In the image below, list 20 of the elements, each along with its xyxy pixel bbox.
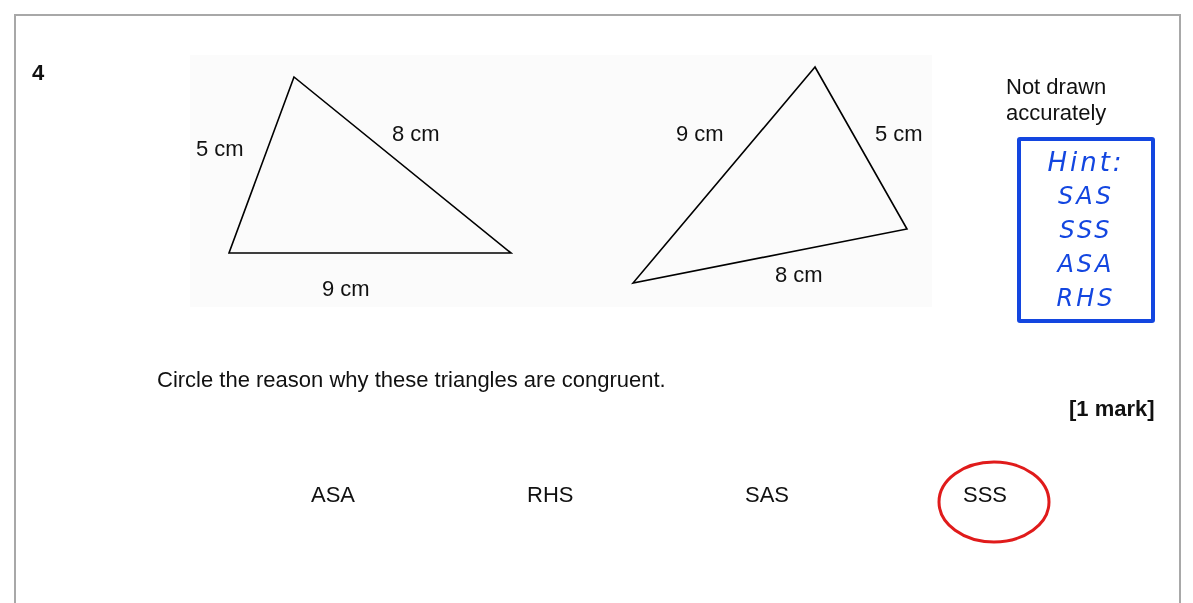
answer-option: ASA — [311, 482, 356, 508]
hint-item: RHS — [1056, 283, 1116, 314]
mark-text: [1 mark] — [1069, 396, 1155, 422]
answer-option: RHS — [527, 482, 574, 508]
question-number: 4 — [32, 60, 45, 86]
side-length-label: 8 cm — [392, 121, 440, 147]
side-length-label: 9 cm — [676, 121, 724, 147]
hint-item: SSS — [1059, 215, 1113, 246]
side-length-label: 5 cm — [875, 121, 923, 147]
answer-option: SAS — [745, 482, 790, 508]
hint-item: SAS — [1058, 181, 1114, 212]
side-length-label: 5 cm — [196, 136, 244, 162]
hint-box — [1017, 137, 1155, 323]
answer-option: SSS — [963, 482, 1008, 508]
note-text: Not drawn accurately — [1006, 74, 1108, 127]
hint-title: Hint: — [1047, 146, 1125, 179]
hint-item: ASA — [1057, 249, 1115, 280]
question-text: Circle the reason why these triangles are congruent. — [157, 367, 666, 393]
side-length-label: 8 cm — [775, 262, 823, 288]
side-length-label: 9 cm — [322, 276, 370, 302]
